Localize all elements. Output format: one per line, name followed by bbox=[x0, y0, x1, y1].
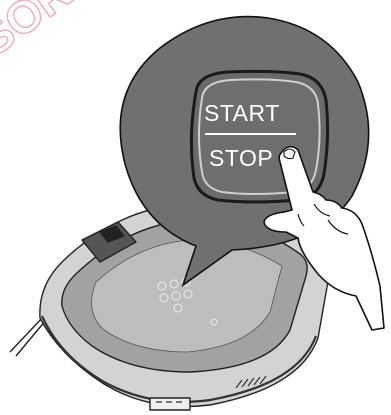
start-label: START bbox=[204, 100, 280, 126]
stop-label: STOP bbox=[209, 145, 273, 171]
side-brush bbox=[10, 316, 46, 356]
watermark-text: SORK bbox=[0, 0, 107, 66]
robot-front-port bbox=[150, 398, 190, 410]
fingernail bbox=[284, 149, 295, 159]
watermark: SORK bbox=[0, 0, 107, 66]
